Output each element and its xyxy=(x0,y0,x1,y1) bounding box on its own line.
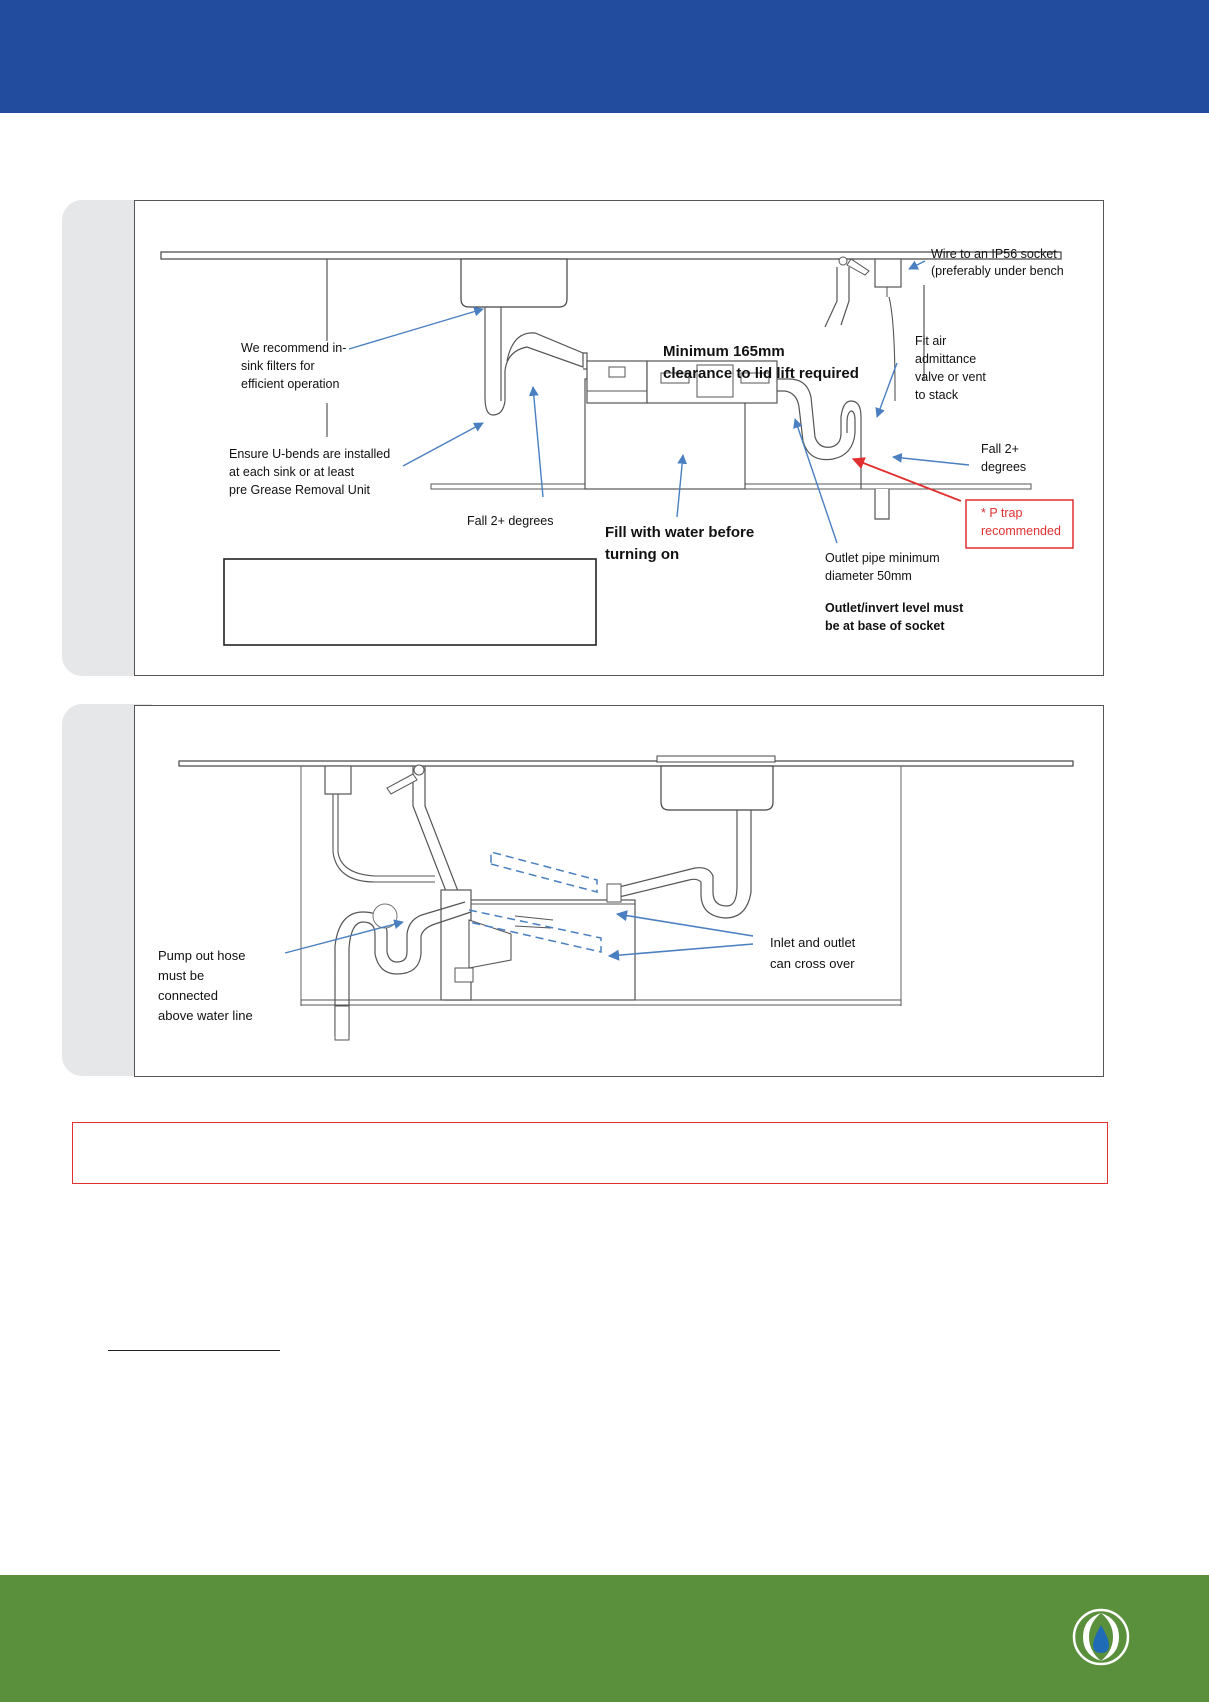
underline-rule xyxy=(108,1350,280,1351)
installation-diagram-1: Wire to an IP56 socket (preferably under… xyxy=(134,200,1104,676)
arrow-cross-upper xyxy=(615,910,754,937)
label-clearance-1: Minimum 165mm xyxy=(663,343,785,360)
arrow-fall-left xyxy=(528,386,544,498)
ptrap-callout-box xyxy=(965,499,1074,549)
label-ptrap-1: * P trap xyxy=(981,506,1023,520)
label-filters-3: efficient operation xyxy=(241,377,339,391)
water-drop-logo-icon xyxy=(1072,1608,1130,1666)
label-hose-1: Pump out hose xyxy=(158,948,245,963)
footer-bar xyxy=(0,1575,1209,1702)
label-ptrap-2: recommended xyxy=(981,524,1061,538)
label-vent-4: to stack xyxy=(915,388,959,402)
grease-removal-unit-2 xyxy=(440,889,636,1001)
label-fill-1: Fill with water before xyxy=(605,524,754,541)
arrow-fill xyxy=(676,454,688,518)
bench-top-2 xyxy=(178,760,1074,767)
header-bar xyxy=(0,0,1209,113)
label-vent-3: valve or vent xyxy=(915,370,986,384)
arrow-vent xyxy=(875,362,898,418)
label-hose-2: must be xyxy=(158,968,204,983)
arrow-outlet xyxy=(793,418,838,544)
label-ubend-2: at each sink or at least xyxy=(229,465,355,479)
arrow-ptrap xyxy=(851,457,962,502)
sink-bowl-2 xyxy=(660,765,774,811)
label-outlet-2: diameter 50mm xyxy=(825,569,912,583)
label-fall-right-1: Fall 2+ xyxy=(981,442,1019,456)
label-filters-2: sink filters for xyxy=(241,359,315,373)
label-filters-1: We recommend in- xyxy=(241,341,346,355)
label-hose-4: above water line xyxy=(158,1008,253,1023)
floor-line-2 xyxy=(300,999,902,1006)
dashed-crossover-upper xyxy=(490,851,598,893)
label-invert-1: Outlet/invert level must xyxy=(825,601,964,615)
label-invert-2: be at base of socket xyxy=(825,619,945,633)
label-fall-right-2: degrees xyxy=(981,460,1026,474)
dashed-crossover-lower xyxy=(468,909,602,953)
label-cross-1: Inlet and outlet xyxy=(770,935,856,950)
label-fall-left: Fall 2+ degrees xyxy=(467,514,554,528)
arrow-cross-lower xyxy=(607,943,754,961)
label-vent-1: Fit air xyxy=(915,334,946,348)
arrow-filters xyxy=(348,306,484,350)
label-ubend-1: Ensure U-bends are installed xyxy=(229,447,390,461)
ip56-socket xyxy=(874,258,902,288)
label-wire-1: Wire to an IP56 socket xyxy=(931,247,1057,261)
arrow-ubend xyxy=(402,422,484,467)
warning-box xyxy=(72,1122,1108,1184)
label-fill-2: turning on xyxy=(605,546,679,563)
label-clearance-2: clearance to lid lift required xyxy=(663,365,859,382)
sink-bowl xyxy=(460,258,568,308)
arrow-wire xyxy=(908,260,926,270)
ip56-socket-2 xyxy=(324,765,352,795)
label-cross-2: can cross over xyxy=(770,956,855,971)
label-outlet-1: Outlet pipe minimum xyxy=(825,551,940,565)
arrow-hose xyxy=(284,919,404,954)
arrow-fall-right xyxy=(892,453,970,466)
u-bend xyxy=(484,332,584,416)
installation-diagram-2: Pump out hose must be connected above wa… xyxy=(134,705,1104,1077)
grease-removal-unit xyxy=(584,360,778,490)
label-ubend-3: pre Grease Removal Unit xyxy=(229,483,371,497)
label-hose-3: connected xyxy=(158,988,218,1003)
vent-stack xyxy=(824,267,850,328)
label-vent-2: admittance xyxy=(915,352,976,366)
bench-top xyxy=(160,251,1062,260)
empty-note-box xyxy=(223,558,597,646)
label-wire-2: (preferably under bench xyxy=(931,264,1064,278)
